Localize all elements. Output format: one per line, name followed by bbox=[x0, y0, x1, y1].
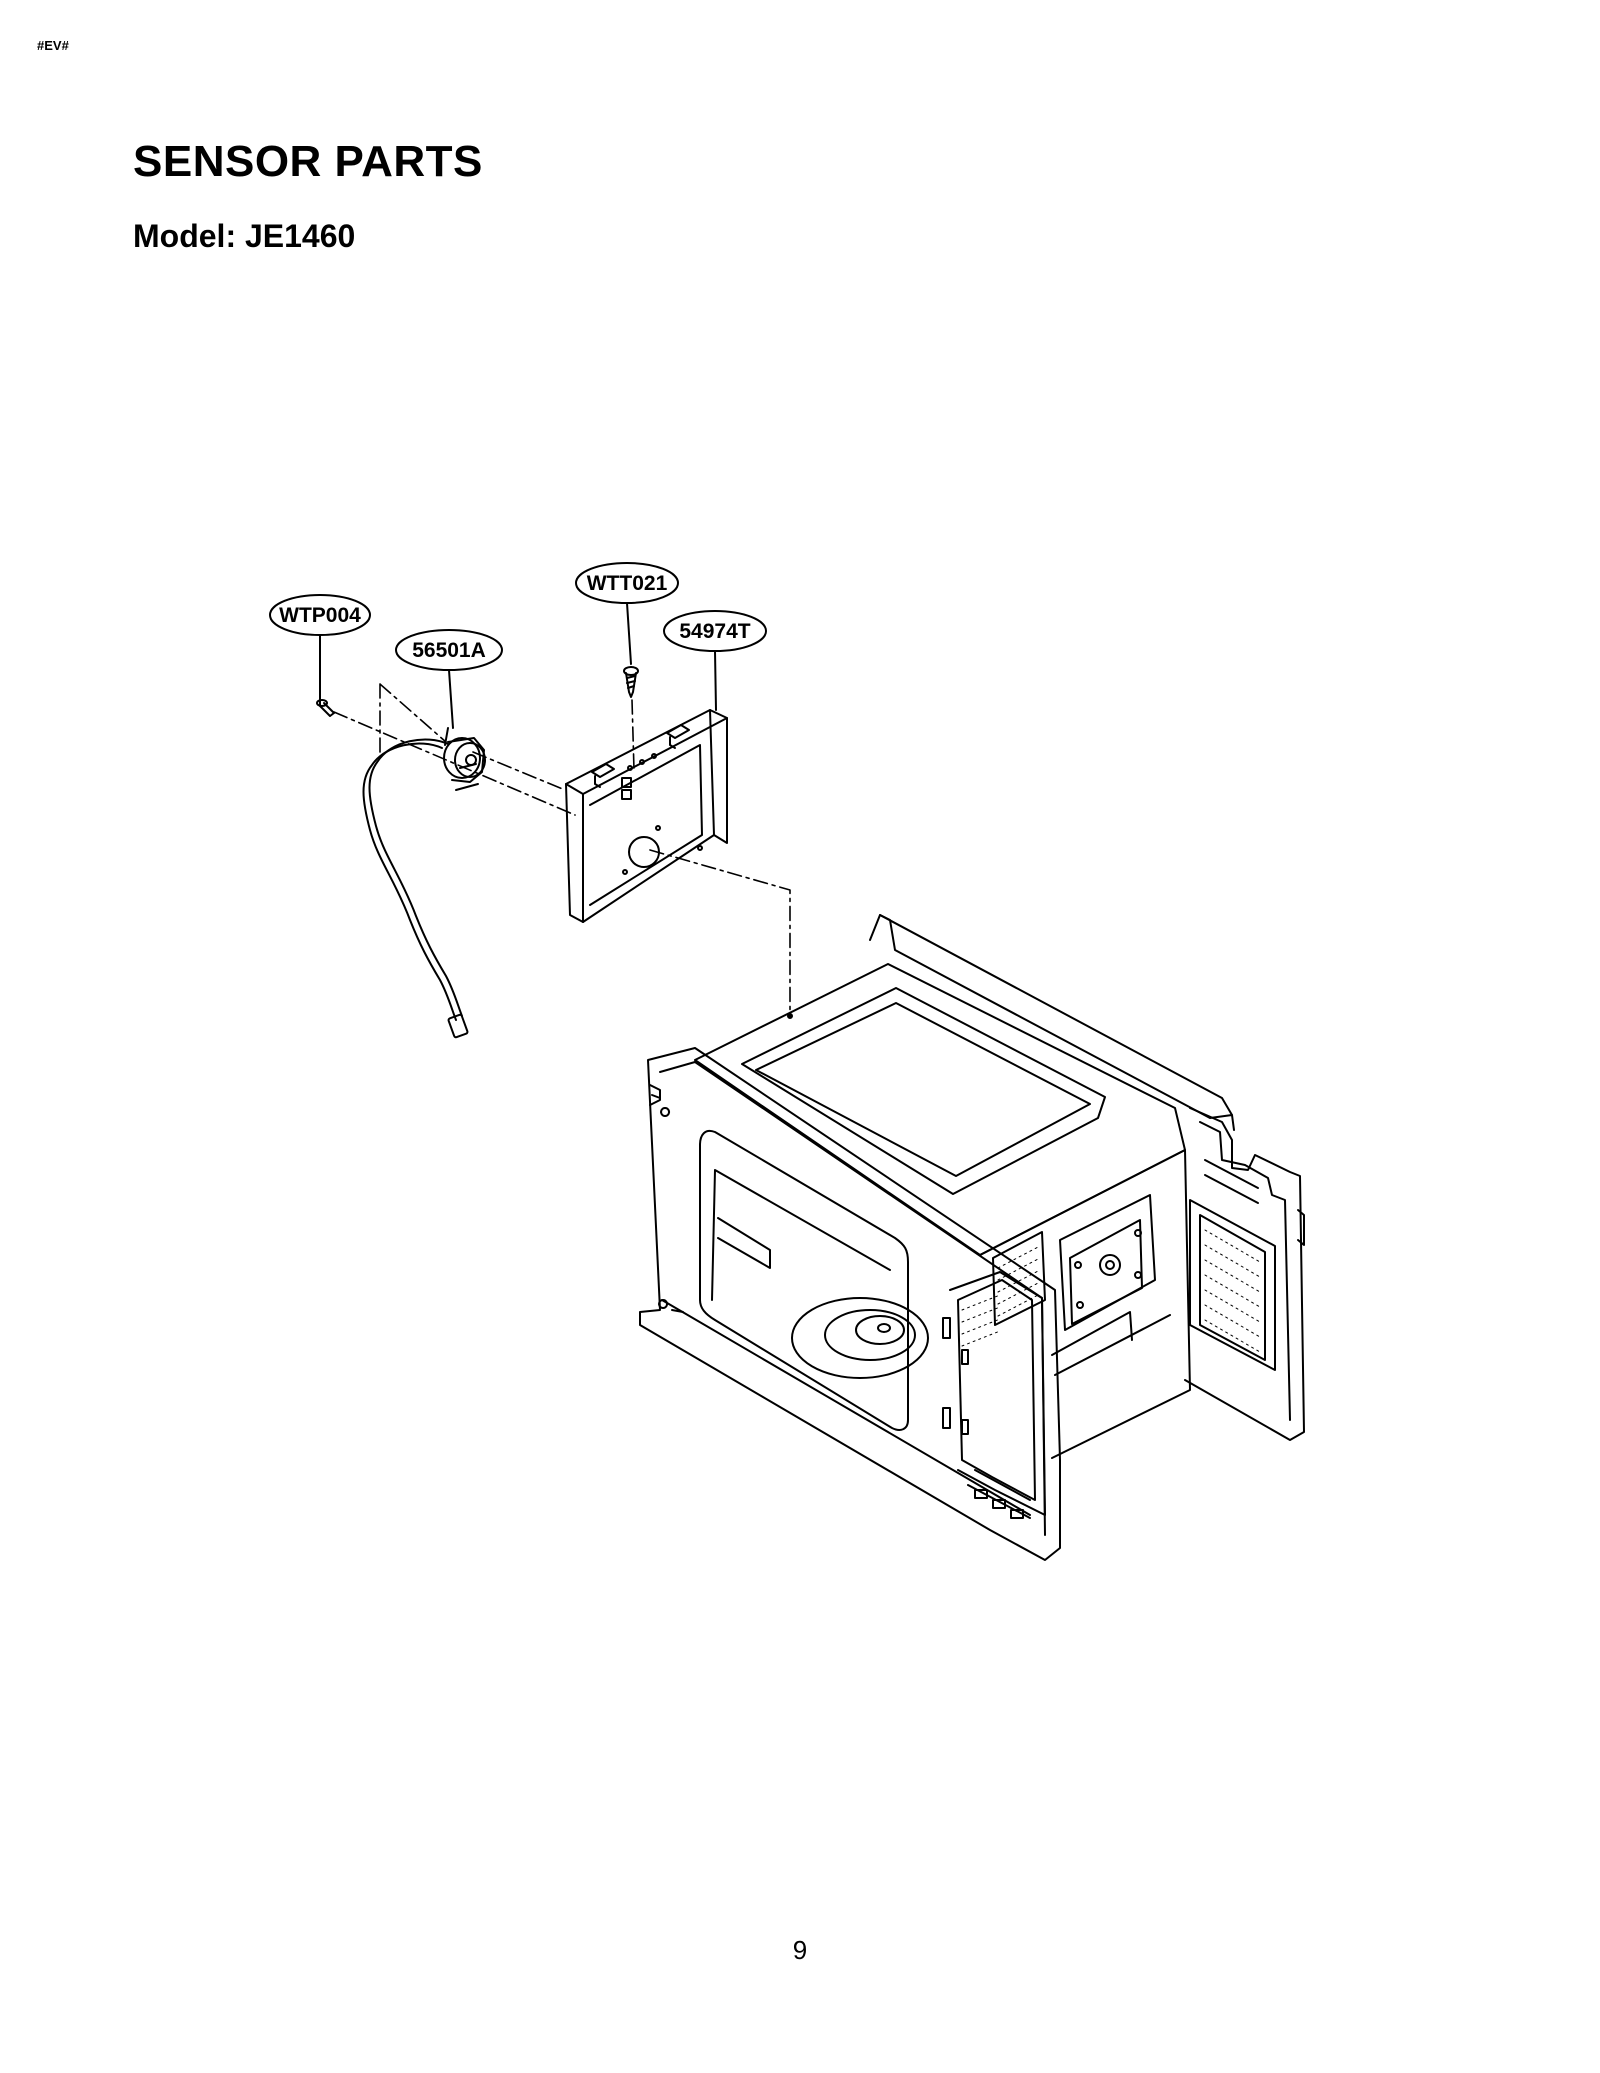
model-subtitle: Model: JE1460 bbox=[133, 218, 356, 254]
document-code: #EV# bbox=[37, 38, 69, 53]
callout-wtt021: WTT021 bbox=[575, 562, 679, 665]
callout-label-56501a: 56501A bbox=[412, 639, 486, 662]
callout-wtp004: WTP004 bbox=[269, 594, 371, 707]
screw-wtp004 bbox=[316, 699, 335, 717]
sensor-bracket-54974t bbox=[565, 709, 728, 923]
callout-label-wtt021: WTT021 bbox=[587, 572, 668, 595]
callout-label-wtp004: WTP004 bbox=[279, 604, 361, 627]
humidity-sensor-56501a bbox=[362, 727, 486, 1039]
callout-label-54974t: 54974T bbox=[679, 620, 750, 643]
microwave-cavity bbox=[639, 914, 1305, 1561]
callout-54974t: 54974T bbox=[663, 610, 767, 711]
callout-56501a: 56501A bbox=[395, 629, 503, 729]
screw-wtt021 bbox=[623, 666, 639, 698]
page-title: SENSOR PARTS bbox=[133, 137, 483, 186]
assembly-guide-lines bbox=[333, 683, 791, 1016]
page-number: 9 bbox=[792, 1935, 808, 1965]
